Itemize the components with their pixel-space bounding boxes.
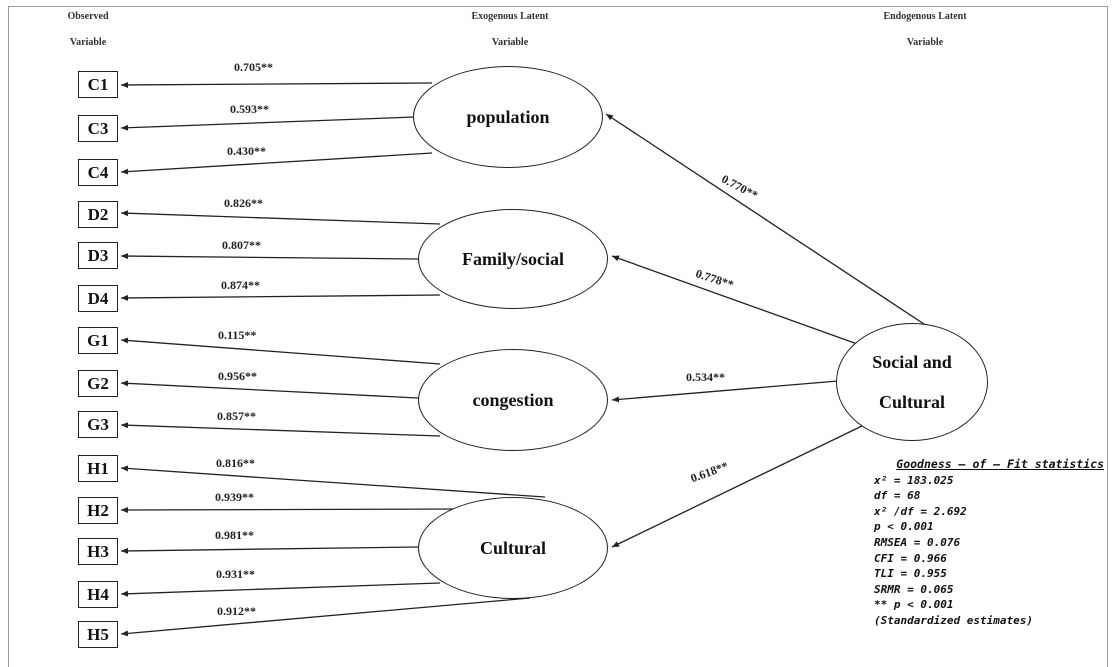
arrow-congestion-g1 [120, 337, 441, 365]
exogenous-latent-header: Exogenous Latent Variable [440, 4, 580, 56]
fit-df: df = 68 [874, 489, 921, 503]
observed-box-g3: G3 [78, 411, 118, 438]
loading-label-g3: 0.857** [217, 409, 256, 423]
endogenous-header-line2: Variable [906, 37, 944, 48]
observed-box-h3: H3 [78, 538, 118, 565]
fit-title: Goodness – of – Fit statistics [896, 457, 1104, 471]
endogenous-label-line2: Cultural [878, 392, 945, 412]
arrow-population-c4 [120, 152, 433, 175]
exogenous-header-line1: Exogenous Latent [471, 11, 549, 22]
observed-box-h2: H2 [78, 497, 118, 524]
endogenous-header-line1: Endogenous Latent [883, 11, 967, 22]
observed-box-h4: H4 [78, 581, 118, 608]
fit-rmsea: RMSEA = 0.076 [874, 535, 961, 549]
endogenous-latent-header: Endogenous Latent Variable [855, 4, 995, 56]
arrow-cultural-h5 [120, 597, 531, 637]
loading-label-g1: 0.115** [218, 328, 257, 342]
arrow-endogenous-population [605, 113, 931, 329]
arrow-population-c3 [120, 116, 416, 131]
sem-path-diagram: Observed Variable Exogenous Latent Varia… [8, 4, 1108, 667]
fit-p-value: p < 0.001 [874, 520, 934, 534]
fit-srmr: SRMR = 0.065 [874, 582, 954, 596]
loading-label-h4: 0.931** [216, 567, 255, 581]
loading-label-h1: 0.816** [216, 456, 255, 470]
arrow-congestion-g2 [120, 380, 419, 399]
arrow-layer [120, 81, 931, 637]
observed-box-d3: D3 [78, 242, 118, 269]
observed-box-h1: H1 [78, 455, 118, 482]
loading-label-h5: 0.912** [217, 604, 256, 618]
exogenous-header-line2: Variable [491, 37, 529, 48]
observed-box-g2: G2 [78, 370, 118, 397]
arrow-family-d2 [120, 210, 441, 225]
fit-standardized-note: (Standardized estimates) [874, 613, 1033, 627]
diagram-frame [8, 6, 1108, 667]
arrow-endogenous-family [611, 255, 861, 346]
loading-label-h2: 0.939** [215, 490, 254, 504]
fit-cfi: CFI = 0.966 [874, 551, 947, 565]
observed-box-g1: G1 [78, 327, 118, 354]
path-label-congestion: 0.534** [686, 370, 725, 384]
loading-label-h3: 0.981** [215, 528, 254, 542]
loading-label-g2: 0.956** [218, 369, 257, 383]
fit-chi-square-over-df: x² /df = 2.692 [874, 504, 967, 518]
endogenous-label-line1: Social and [872, 352, 952, 372]
latent-oval-cultural: Cultural [418, 497, 608, 599]
observed-box-c4: C4 [78, 159, 118, 186]
arrow-cultural-h2 [120, 506, 471, 513]
loading-label-c1: 0.705** [234, 60, 273, 74]
arrow-cultural-h3 [120, 546, 419, 554]
loading-label-d2: 0.826** [224, 196, 263, 210]
observed-box-h5: H5 [78, 621, 118, 648]
observed-box-c1: C1 [78, 71, 118, 98]
arrow-family-d4 [120, 294, 441, 301]
arrow-cultural-h4 [120, 582, 441, 597]
arrow-endogenous-cultural [611, 423, 867, 548]
arrow-congestion-g3 [120, 422, 441, 437]
loading-label-d3: 0.807** [222, 238, 261, 252]
latent-oval-family-social: Family/social [418, 209, 608, 309]
endogenous-oval-social-cultural: Social and Cultural [836, 323, 988, 441]
arrow-cultural-h1 [120, 465, 546, 498]
loading-label-c3: 0.593** [230, 102, 269, 116]
arrow-endogenous-congestion [611, 380, 839, 403]
observed-header-line2: Variable [69, 37, 107, 48]
latent-oval-congestion: congestion [418, 349, 608, 451]
observed-box-d4: D4 [78, 285, 118, 312]
observed-box-c3: C3 [78, 115, 118, 142]
fit-significance-note: ** p < 0.001 [874, 598, 954, 612]
loading-label-c4: 0.430** [227, 144, 266, 158]
arrow-family-d3 [120, 253, 419, 260]
loading-label-d4: 0.874** [221, 278, 260, 292]
arrow-population-c1 [120, 81, 433, 88]
fit-tli: TLI = 0.955 [874, 567, 947, 581]
observed-header-line1: Observed [67, 11, 109, 22]
latent-oval-population: population [413, 66, 603, 168]
observed-box-d2: D2 [78, 201, 118, 228]
fit-chi-square: x² = 183.025 [874, 473, 954, 487]
observed-variable-header: Observed Variable [58, 4, 118, 56]
goodness-of-fit-panel: Goodness – of – Fit statistics x² = 183.… [874, 457, 1104, 629]
